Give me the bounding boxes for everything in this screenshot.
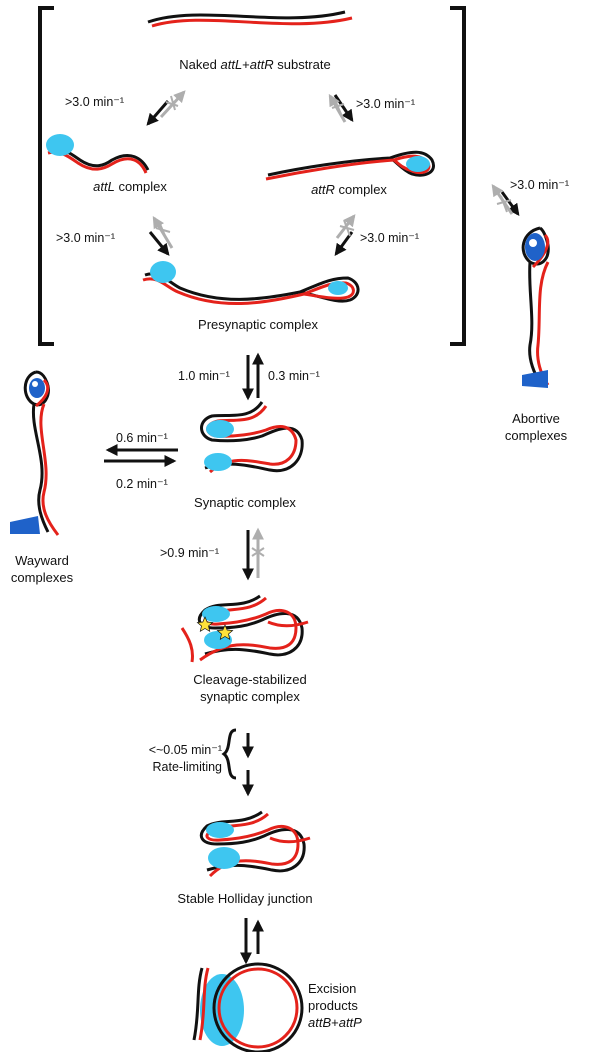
rate-naked-to-attR: >3.0 min⁻¹ xyxy=(356,97,416,111)
rate-attR-to-presynaptic: >3.0 min⁻¹ xyxy=(360,231,420,245)
abortive-protein-bottom xyxy=(522,370,548,388)
products-attB-linear xyxy=(192,967,210,1041)
rate-limiting-brace xyxy=(221,728,237,780)
rate-wayward-reverse: 0.2 min⁻¹ xyxy=(116,477,168,491)
wayward-protein-spot xyxy=(32,381,38,387)
presynaptic-protein-blob-left xyxy=(150,261,176,283)
synaptic-label: Synaptic complex xyxy=(194,495,296,510)
attL-complex-label: attL complex xyxy=(93,179,167,194)
rate-naked-to-attL: >3.0 min⁻¹ xyxy=(65,95,125,109)
rate-wayward-forward: 0.6 min⁻¹ xyxy=(116,431,168,445)
arrow-attR-to-presynaptic xyxy=(334,214,356,256)
wayward-protein-top xyxy=(29,378,45,398)
attR-protein-blob xyxy=(406,156,430,172)
right-bracket xyxy=(450,6,466,346)
arrow-to-products xyxy=(240,918,264,965)
presynaptic-label: Presynaptic complex xyxy=(198,317,318,332)
naked-substrate-dna xyxy=(147,10,353,28)
holliday-protein-bottom xyxy=(208,847,240,869)
abortive-protein-spot xyxy=(529,239,537,247)
arrow-wayward xyxy=(104,444,178,467)
cleavage-protein-top xyxy=(202,606,230,622)
arrow-to-cleavage xyxy=(242,527,265,581)
cleavage-star-left xyxy=(196,616,214,633)
holliday-protein-top xyxy=(206,822,234,838)
presynaptic-protein-blob-right xyxy=(328,281,348,295)
arrow-naked-to-attL xyxy=(146,90,186,126)
rate-to-abortive: >3.0 min⁻¹ xyxy=(510,178,570,192)
attL-protein-blob xyxy=(46,134,74,156)
arrow-presynaptic-synaptic xyxy=(242,352,264,401)
attR-complex-label: attR complex xyxy=(311,182,387,197)
naked-substrate-label: Naked attL+attR substrate xyxy=(179,57,331,72)
arrow-attL-to-presynaptic xyxy=(148,215,174,256)
wayward-complex-dna xyxy=(23,370,60,536)
presynaptic-complex-dna xyxy=(142,272,360,305)
products-protein-blob xyxy=(200,974,244,1046)
abortive-protein-top xyxy=(525,233,545,261)
synaptic-protein-bottom xyxy=(204,453,232,471)
products-attP-circle xyxy=(212,962,304,1052)
synaptic-protein-top xyxy=(206,420,234,438)
rate-presynaptic-reverse: 0.3 min⁻¹ xyxy=(268,369,320,383)
wayward-protein-bottom xyxy=(10,516,40,534)
arrow-to-abortive xyxy=(491,184,520,216)
rate-attL-to-presynaptic: >3.0 min⁻¹ xyxy=(56,231,116,245)
rate-presynaptic-forward: 1.0 min⁻¹ xyxy=(178,369,230,383)
left-bracket xyxy=(38,6,54,346)
arrow-naked-to-attR xyxy=(328,93,354,123)
cleavage-star-right xyxy=(216,624,234,641)
holliday-label: Stable Holliday junction xyxy=(177,891,313,906)
rate-to-cleavage: >0.9 min⁻¹ xyxy=(160,546,220,560)
